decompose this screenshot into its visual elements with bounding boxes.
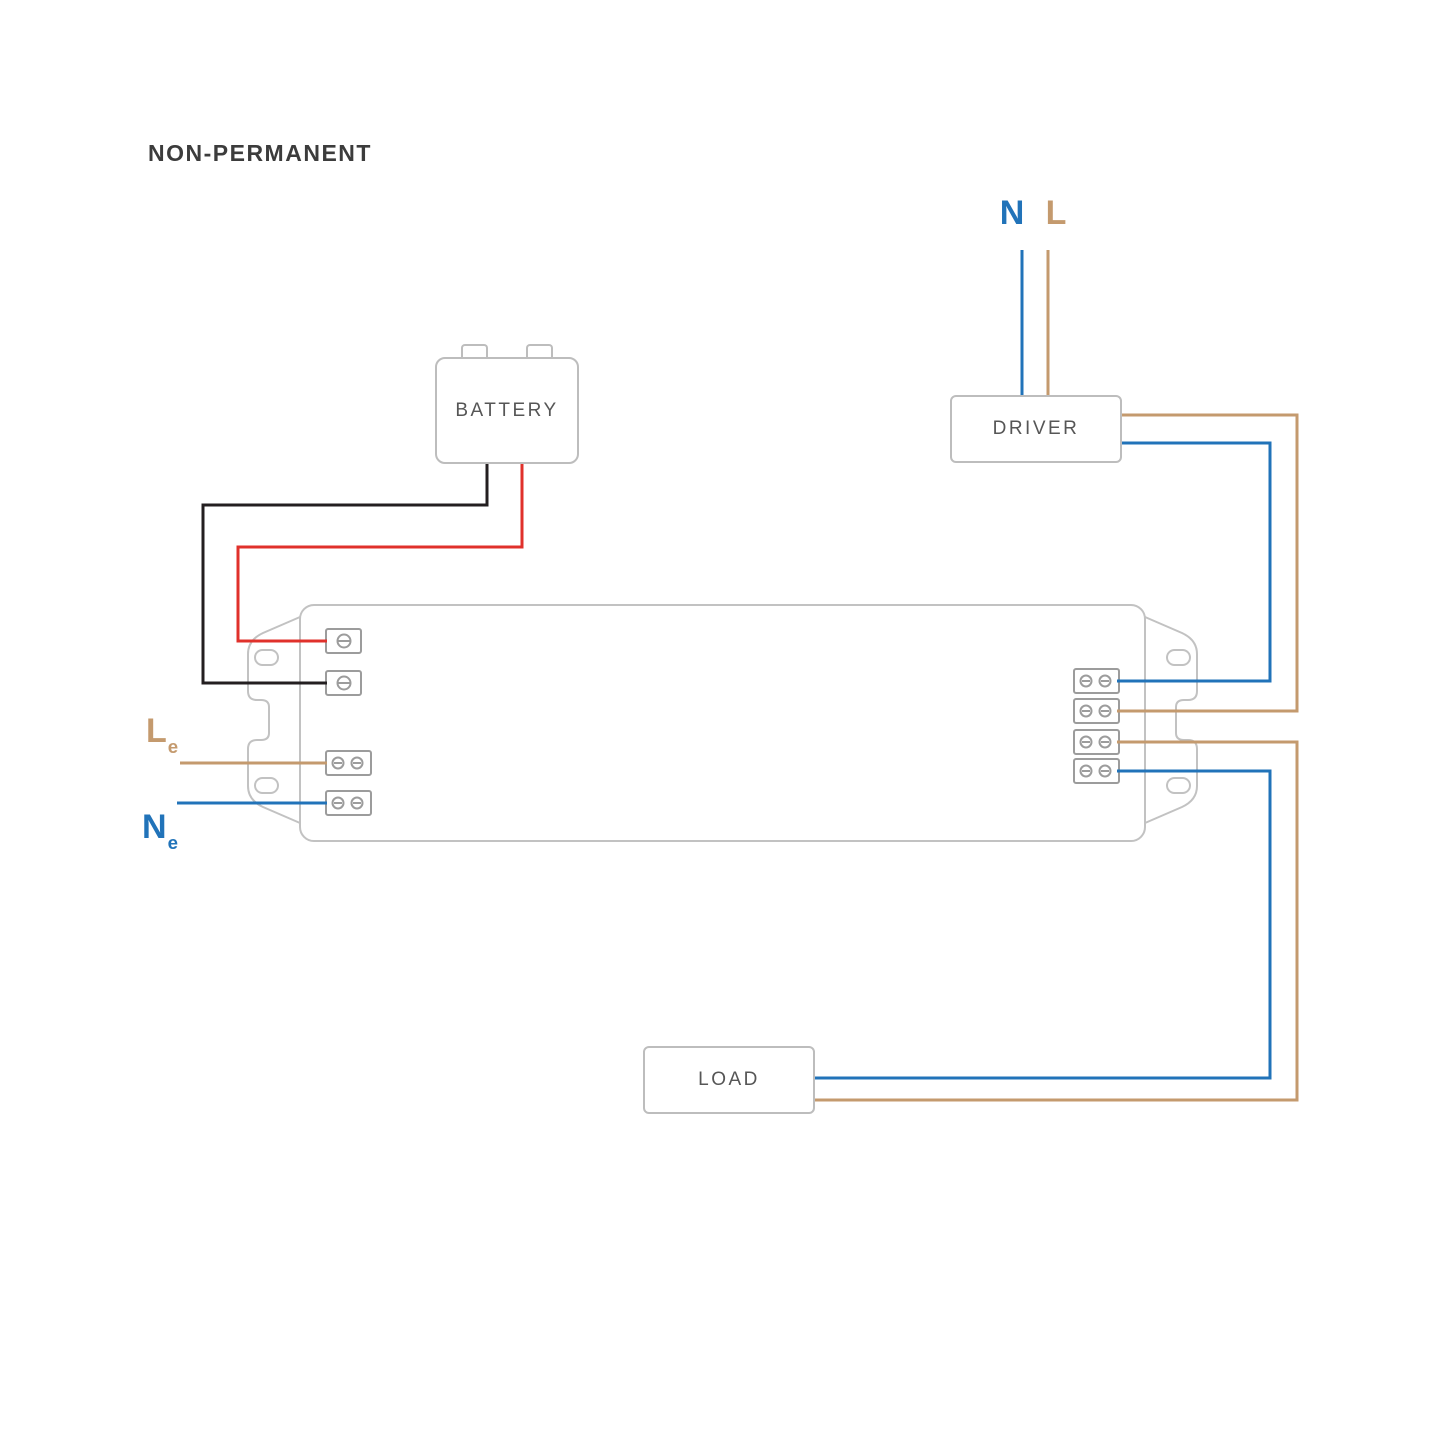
module-to-load-blue-wire [814, 769, 1272, 1080]
emergency-module-body [299, 604, 1146, 842]
driver-to-module-tan-wire [1117, 413, 1299, 713]
diagram-title: NON-PERMANENT [148, 140, 372, 166]
battery-negative-wire [201, 462, 489, 685]
left-mounting-bracket [247, 616, 301, 824]
emergency-neutral-label: Ne [142, 808, 178, 853]
load-label: LOAD [698, 1069, 760, 1090]
emergency-live-label: Le [146, 712, 179, 757]
emergency-live-letter: L [146, 712, 167, 750]
load-box: LOAD [643, 1046, 815, 1114]
driver-to-module-blue-wire [1117, 441, 1272, 683]
screw-hole [254, 649, 279, 666]
emergency-neutral-letter: N [142, 808, 167, 846]
screw-hole [1166, 777, 1191, 794]
mains-neutral-label: N [999, 194, 1025, 232]
battery-terminal-tab [461, 344, 488, 359]
emergency-live-subscript: e [167, 735, 179, 757]
battery-box: BATTERY [435, 357, 579, 464]
screw-hole [254, 777, 279, 794]
battery-positive-wire [236, 462, 524, 643]
battery-terminal-tab [526, 344, 553, 359]
mains-live-label: L [1045, 194, 1067, 232]
screw-hole [1166, 649, 1191, 666]
driver-box: DRIVER [950, 395, 1122, 463]
driver-label: DRIVER [992, 418, 1080, 439]
battery-label: BATTERY [455, 399, 559, 421]
emergency-neutral-subscript: e [167, 831, 178, 853]
module-to-load-tan-wire [814, 740, 1299, 1102]
